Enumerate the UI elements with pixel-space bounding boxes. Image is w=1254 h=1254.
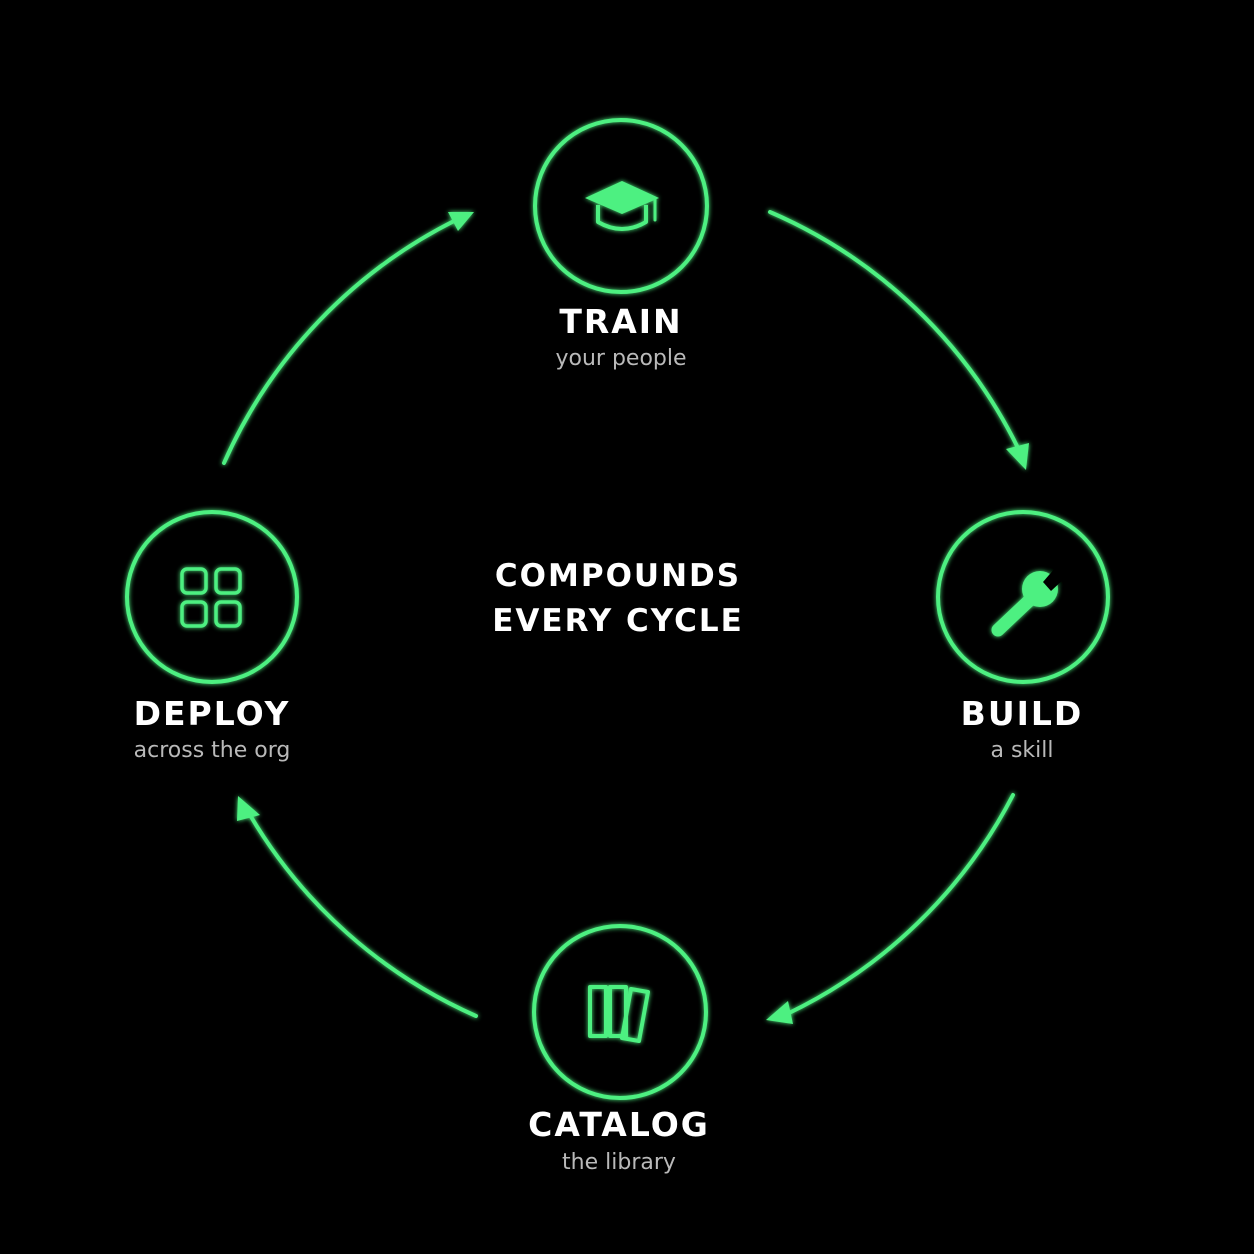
deploy-subtitle: across the org: [133, 738, 291, 763]
arrowhead-train: [448, 212, 474, 231]
books-icon: [588, 985, 650, 1043]
catalog-title: CATALOG: [528, 1105, 710, 1144]
train-subtitle: your people: [555, 346, 687, 371]
arrow-catalog-to-deploy: [248, 813, 478, 1018]
center-caption-line-1: COMPOUNDS: [494, 558, 742, 594]
catalog-node-circle: [532, 924, 708, 1100]
train-node-circle: [533, 118, 709, 294]
build-node-circle: [936, 510, 1110, 684]
arrowhead-build: [1006, 443, 1029, 470]
grid-icon: [180, 567, 242, 628]
catalog-subtitle: the library: [562, 1150, 676, 1175]
arrow-train-to-build: [768, 210, 1020, 450]
arrowhead-deploy: [237, 796, 260, 821]
train-title: TRAIN: [559, 302, 683, 341]
deploy-node-circle: [125, 510, 299, 684]
center-caption-line-2: EVERY CYCLE: [492, 603, 744, 639]
deploy-title: DEPLOY: [133, 694, 291, 733]
arrow-deploy-to-train: [222, 218, 458, 465]
arrow-build-to-catalog: [785, 793, 1015, 1016]
build-title: BUILD: [960, 694, 1084, 733]
wrench-icon: [991, 568, 1065, 637]
build-subtitle: a skill: [990, 738, 1054, 763]
arrowhead-catalog: [766, 1001, 793, 1024]
graduation-cap-icon: [585, 181, 659, 231]
